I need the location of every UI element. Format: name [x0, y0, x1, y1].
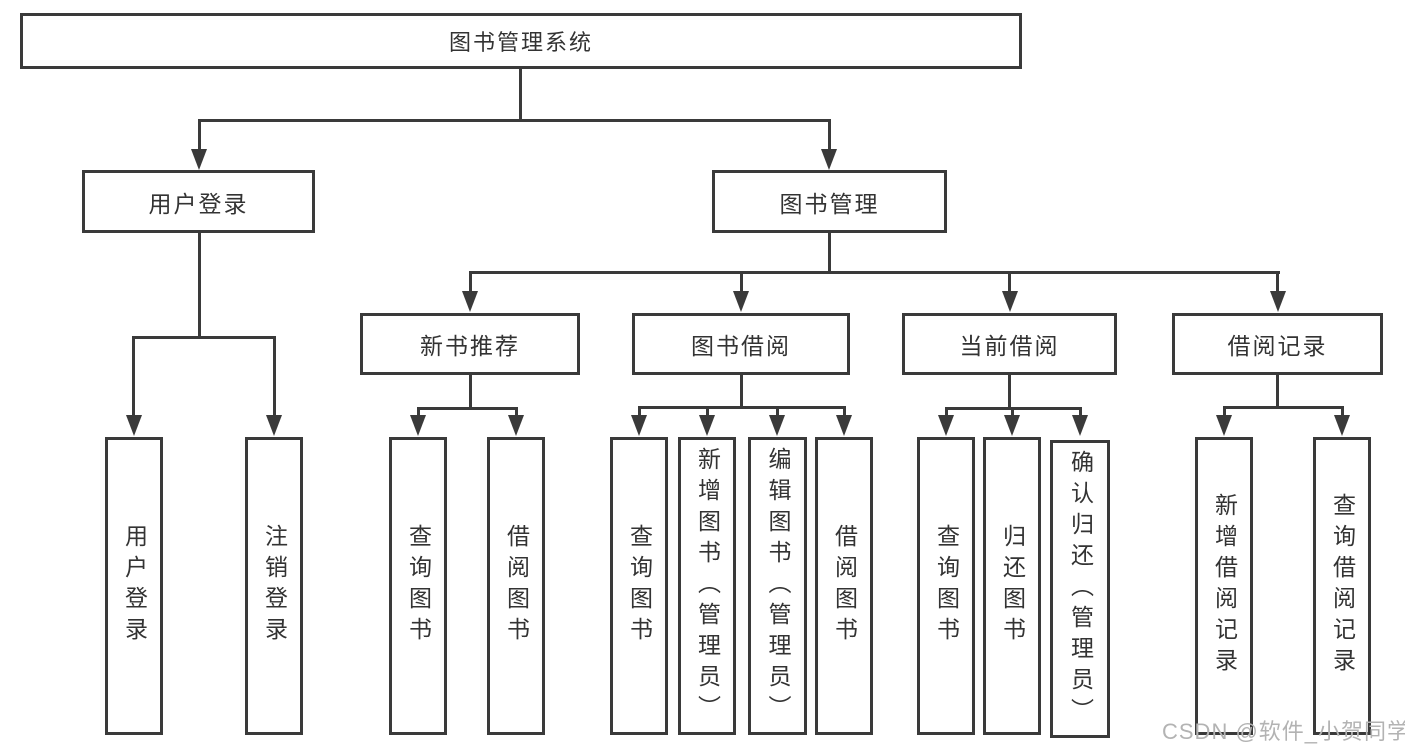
- arrow-down-icon: [1004, 415, 1020, 436]
- node-label: 确认归还（管理员）: [1067, 449, 1094, 729]
- arrow-down-icon: [836, 415, 852, 436]
- connector-line: [515, 407, 518, 415]
- node-label: 借阅图书: [831, 524, 858, 648]
- connector-line: [417, 407, 420, 415]
- connector-line: [132, 336, 135, 415]
- arrow-down-icon: [631, 415, 647, 436]
- connector-line: [469, 375, 472, 407]
- node-label: 新增借阅记录: [1211, 493, 1238, 679]
- connector-line: [1276, 271, 1279, 292]
- arrow-down-icon: [410, 415, 426, 436]
- node-label: 用户登录: [148, 190, 249, 217]
- node-label: 注销登录: [261, 524, 288, 648]
- connector-line: [417, 407, 518, 410]
- leaf-query-borrow-record: 查询借阅记录: [1313, 437, 1371, 735]
- node-borrowing-records: 借阅记录: [1172, 313, 1383, 375]
- node-label: 当前借阅: [959, 333, 1060, 359]
- arrow-down-icon: [462, 291, 478, 312]
- arrow-down-icon: [1002, 291, 1018, 312]
- node-book-borrowing: 图书借阅: [632, 313, 850, 375]
- arrow-down-icon: [508, 415, 524, 436]
- connector-line: [198, 119, 201, 149]
- node-label: 新书推荐: [420, 333, 520, 359]
- connector-line: [740, 375, 743, 406]
- connector-line: [469, 271, 1280, 274]
- node-library-management-system: 图书管理系统: [20, 13, 1022, 69]
- node-book-management: 图书管理: [712, 170, 947, 233]
- arrow-down-icon: [1216, 415, 1232, 436]
- arrow-down-icon: [733, 291, 749, 312]
- connector-line: [1011, 407, 1014, 415]
- arrow-down-icon: [266, 415, 282, 436]
- arrow-down-icon: [126, 415, 142, 436]
- connector-line: [519, 69, 522, 119]
- node-label: 查询图书: [933, 524, 960, 648]
- node-new-book-recommendation: 新书推荐: [360, 313, 580, 375]
- connector-line: [828, 119, 831, 149]
- node-label: 编辑图书（管理员）: [765, 446, 791, 726]
- leaf-add-books-admin: 新增图书（管理员）: [678, 437, 736, 735]
- arrow-down-icon: [1072, 415, 1088, 436]
- leaf-return-books: 归还图书: [983, 437, 1041, 735]
- connector-line: [132, 336, 276, 339]
- leaf-query-books-current: 查询图书: [917, 437, 975, 735]
- connector-line: [1008, 271, 1011, 292]
- connector-line: [706, 406, 709, 415]
- arrow-down-icon: [1270, 291, 1286, 312]
- leaf-borrow-books-recommend: 借阅图书: [487, 437, 545, 735]
- node-label: 归还图书: [999, 524, 1026, 648]
- leaf-logout: 注销登录: [245, 437, 303, 735]
- connector-line: [945, 407, 948, 415]
- arrow-down-icon: [821, 149, 837, 170]
- connector-line: [740, 271, 743, 292]
- connector-line: [198, 119, 831, 122]
- connector-line: [1223, 406, 1344, 409]
- connector-line: [1223, 406, 1226, 415]
- connector-line: [828, 233, 831, 271]
- node-label: 用户登录: [121, 524, 148, 648]
- connector-line: [776, 406, 779, 415]
- connector-line: [1008, 375, 1011, 407]
- node-label: 查询图书: [405, 524, 432, 648]
- node-label: 借阅图书: [503, 524, 530, 648]
- arrow-down-icon: [699, 415, 715, 436]
- node-label: 查询借阅记录: [1329, 493, 1356, 679]
- node-label: 新增图书（管理员）: [694, 446, 721, 726]
- arrow-down-icon: [1334, 415, 1350, 436]
- connector-line: [469, 271, 472, 292]
- leaf-add-borrow-record: 新增借阅记录: [1195, 437, 1253, 735]
- connector-line: [273, 336, 276, 415]
- leaf-user-login: 用户登录: [105, 437, 163, 735]
- connector-line: [1276, 375, 1279, 406]
- node-label: 图书借阅: [691, 333, 791, 359]
- node-label: 借阅记录: [1227, 333, 1328, 359]
- leaf-borrow-books: 借阅图书: [815, 437, 873, 735]
- connector-line: [1079, 407, 1082, 415]
- arrow-down-icon: [769, 415, 785, 436]
- leaf-edit-books-admin: 编辑图书（管理员）: [748, 437, 807, 735]
- connector-line: [638, 406, 846, 409]
- connector-line: [198, 233, 201, 336]
- node-label: 图书管理: [779, 190, 880, 217]
- node-label: 查询图书: [626, 524, 653, 648]
- leaf-query-books-borrow: 查询图书: [610, 437, 668, 735]
- connector-line: [638, 406, 641, 415]
- arrow-down-icon: [938, 415, 954, 436]
- watermark: CSDN @软件_小贺同学: [1162, 719, 1405, 744]
- node-user-login: 用户登录: [82, 170, 315, 233]
- connector-line: [843, 406, 846, 415]
- arrow-down-icon: [191, 149, 207, 170]
- node-label: 图书管理系统: [448, 30, 593, 55]
- leaf-confirm-return-admin: 确认归还（管理员）: [1050, 440, 1110, 738]
- leaf-query-books-recommend: 查询图书: [389, 437, 447, 735]
- connector-line: [1341, 406, 1344, 415]
- node-current-borrowing: 当前借阅: [902, 313, 1117, 375]
